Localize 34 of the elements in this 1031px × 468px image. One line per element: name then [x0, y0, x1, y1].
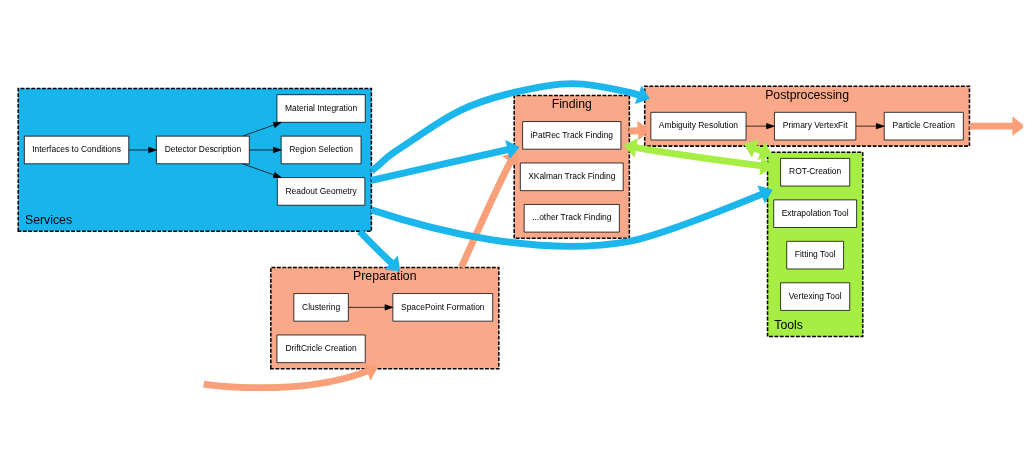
node-box: Detector Description — [155, 135, 250, 165]
arrow — [369, 80, 650, 174]
node-box: Ambiguity Resolution — [649, 111, 746, 141]
arrow — [370, 140, 520, 184]
node-box: Primary VertexFit — [773, 111, 856, 141]
arrow — [202, 362, 378, 391]
arrow — [457, 151, 518, 269]
arrow — [745, 123, 775, 130]
node-box: Interfaces to Conditions — [23, 135, 129, 165]
node-box: Fitting Tool — [785, 240, 844, 270]
arrow — [347, 304, 393, 311]
node-box: Readout Geometry — [276, 177, 365, 206]
arrow — [356, 228, 400, 272]
node-box: Extrapolation Tool — [772, 199, 857, 228]
node-box: SpacePoint Formation — [392, 293, 493, 322]
arrow — [241, 163, 282, 178]
node-box: Vertexing Tool — [779, 282, 850, 311]
node-box: iPatRec Track Finding — [521, 121, 621, 150]
arrow — [241, 122, 282, 137]
node-box: XKalman Track Finding — [519, 162, 624, 192]
arrow — [127, 146, 157, 154]
arrow — [248, 146, 281, 154]
node-box: Material Integration — [276, 94, 366, 123]
node-box: DriftCricle Creation — [276, 334, 366, 363]
arrow — [968, 116, 1023, 136]
arrow — [369, 185, 773, 250]
node-box: Clustering — [292, 293, 349, 322]
node-box: Region Selection — [280, 135, 361, 165]
arrow — [623, 138, 773, 176]
arrow — [855, 123, 884, 130]
node-box: ROT-Creation — [779, 158, 850, 187]
node-box: Particle Creation — [883, 111, 964, 141]
node-box: ...other Track Finding — [523, 204, 620, 233]
arrow — [743, 139, 773, 161]
